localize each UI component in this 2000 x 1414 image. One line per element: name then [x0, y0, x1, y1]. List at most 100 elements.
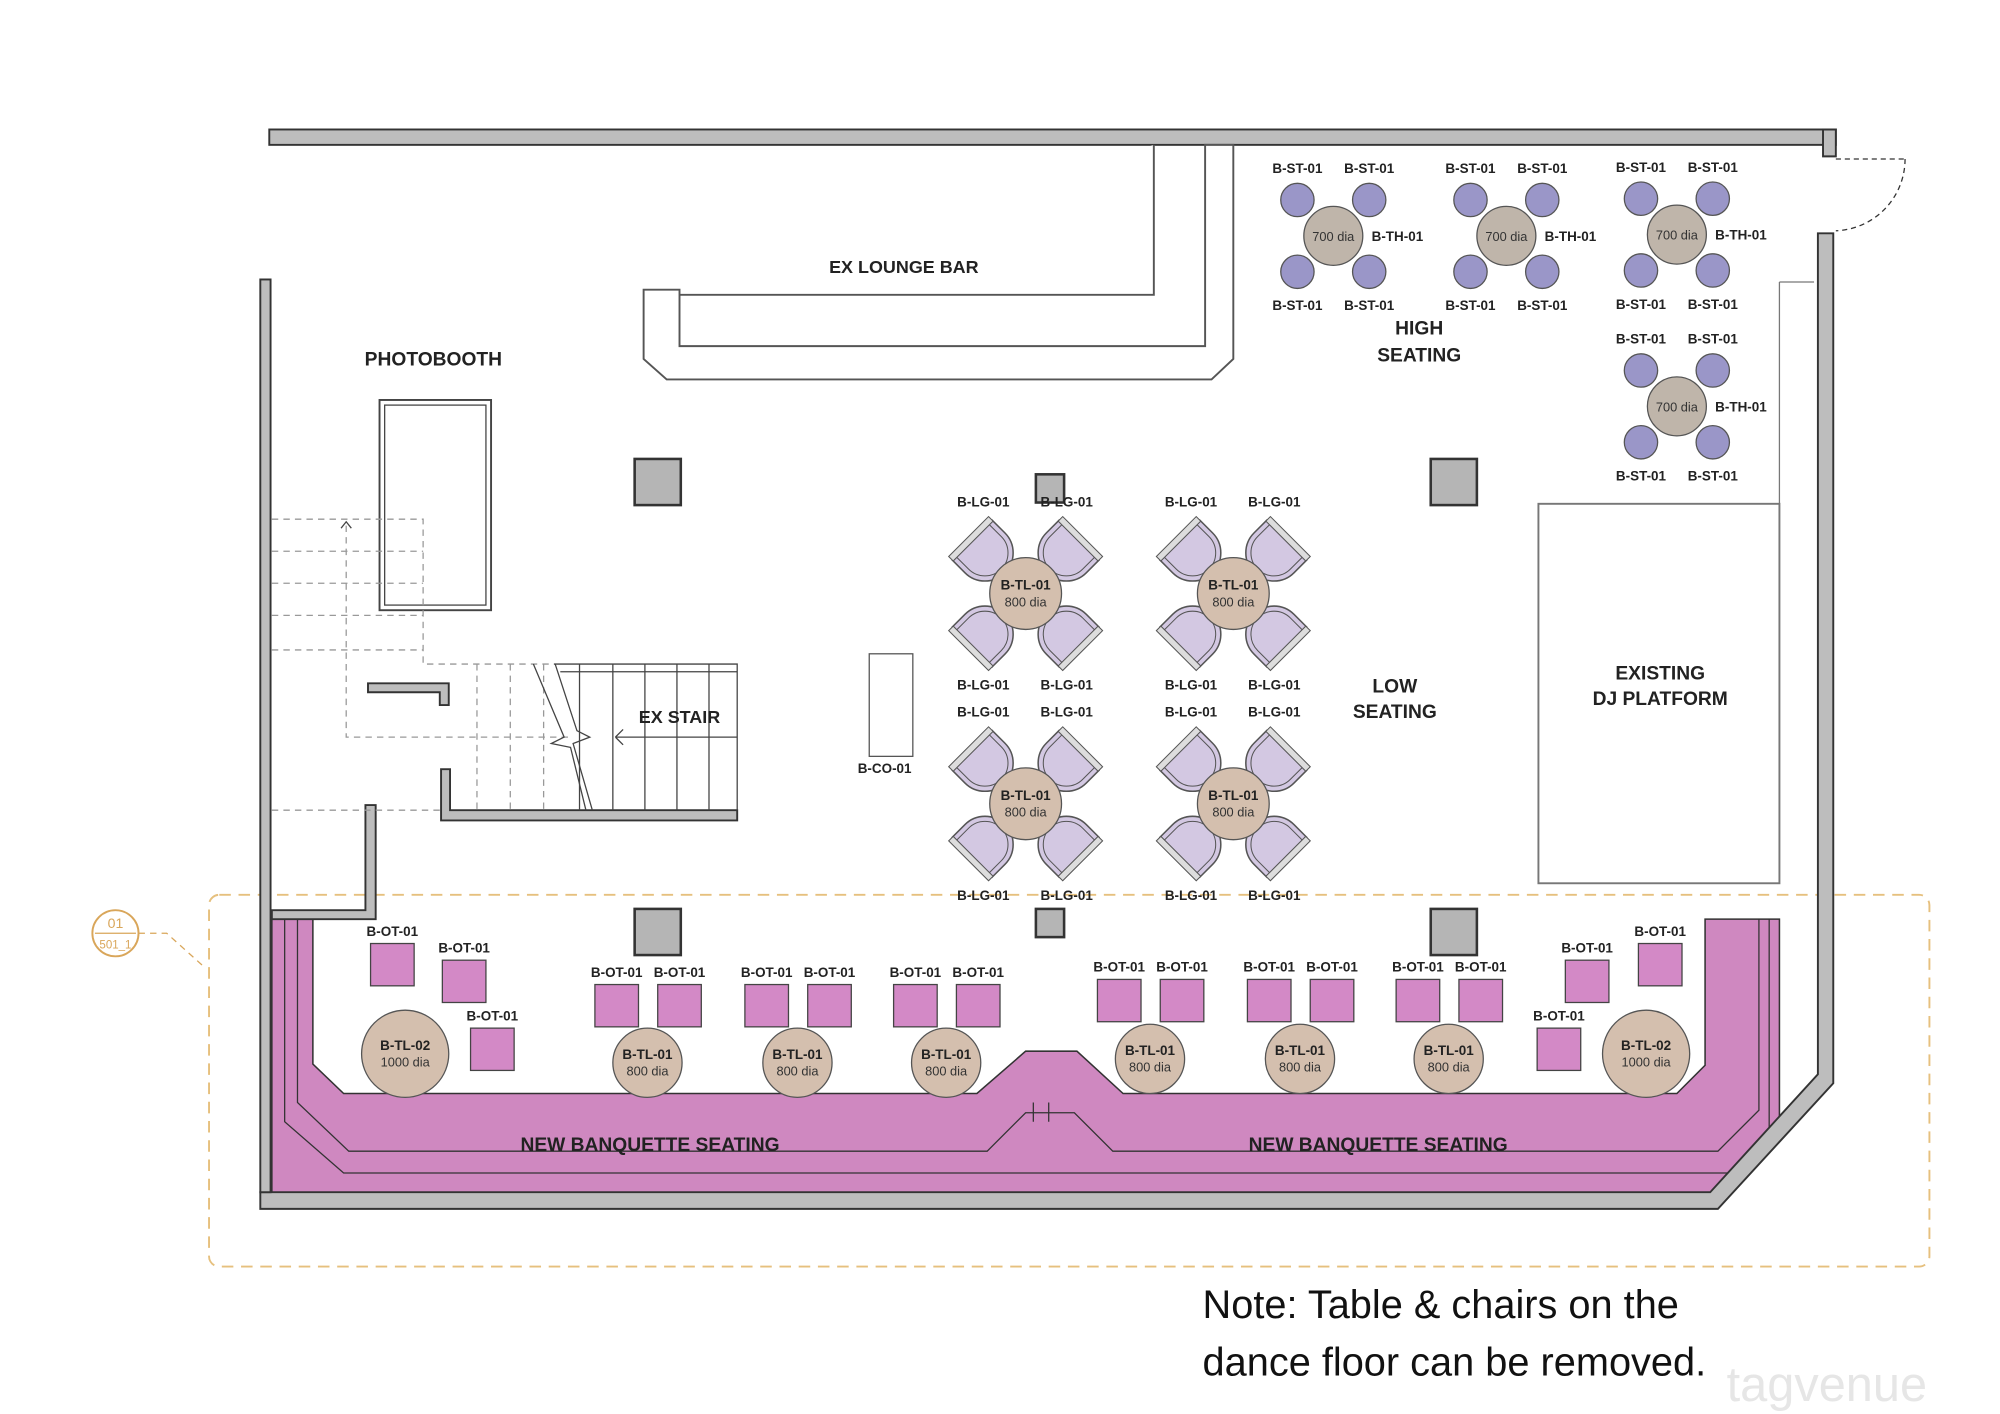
high-table[interactable]: [1476, 205, 1537, 267]
stool[interactable]: [1524, 182, 1560, 218]
stool[interactable]: [1695, 353, 1731, 388]
high-table[interactable]: [1646, 376, 1707, 437]
stool[interactable]: [1351, 254, 1387, 290]
chair-label: B-LG-01: [1248, 705, 1301, 720]
ottoman[interactable]: B-OT-01: [1306, 960, 1358, 1023]
high-seating-label-1: HIGH: [1395, 319, 1443, 340]
ottoman[interactable]: B-OT-01: [1392, 960, 1444, 1023]
stool-label: B-ST-01: [1688, 297, 1739, 312]
table-size-label: 800 dia: [925, 1064, 968, 1079]
high-table[interactable]: [1303, 205, 1364, 267]
stool[interactable]: [1524, 254, 1560, 290]
ottoman[interactable]: B-OT-01: [1634, 924, 1687, 987]
stool[interactable]: [1351, 182, 1387, 218]
stool[interactable]: [1623, 253, 1659, 288]
ottoman[interactable]: B-OT-01: [1093, 960, 1146, 1023]
dj-label-2: DJ PLATFORM: [1593, 689, 1728, 710]
door-swing[interactable]: [1835, 158, 1906, 232]
ottoman[interactable]: B-OT-01: [654, 965, 706, 1028]
lounge-chair[interactable]: [1026, 726, 1104, 803]
photobooth[interactable]: [378, 399, 493, 612]
section-marker[interactable]: 01 501_1: [91, 909, 206, 969]
ottoman-label: B-OT-01: [890, 965, 942, 980]
table-code-label: B-TL-01: [1001, 578, 1052, 593]
stool[interactable]: [1453, 254, 1488, 290]
lounge-chair[interactable]: [1234, 594, 1312, 672]
ottoman[interactable]: B-OT-01: [367, 924, 419, 987]
stool[interactable]: [1280, 254, 1315, 290]
ottoman[interactable]: B-OT-01: [438, 940, 490, 1004]
table-size-label: 700 dia: [1656, 228, 1699, 243]
dj-platform[interactable]: [1537, 502, 1781, 885]
stool[interactable]: [1280, 182, 1315, 218]
section-boundary: [208, 893, 1931, 1268]
ottoman[interactable]: B-OT-01: [952, 965, 1005, 1028]
stool-label: B-ST-01: [1688, 469, 1739, 484]
stool[interactable]: [1695, 181, 1731, 217]
low-table[interactable]: [989, 767, 1063, 841]
lounge-chair[interactable]: [1026, 515, 1104, 593]
stool[interactable]: [1695, 424, 1731, 460]
photobooth-label: PHOTOBOOTH: [365, 349, 502, 370]
table-size-label: 700 dia: [1312, 229, 1355, 244]
stool[interactable]: [1623, 181, 1659, 217]
ottoman[interactable]: B-OT-01: [591, 965, 643, 1028]
console[interactable]: [868, 653, 914, 757]
lounge-chair[interactable]: [1026, 594, 1104, 672]
ottoman[interactable]: B-OT-01: [1533, 1008, 1585, 1072]
section-number: 01: [108, 915, 124, 931]
stool[interactable]: [1623, 424, 1659, 460]
ottoman[interactable]: B-OT-01: [467, 1008, 519, 1072]
stair-label: EX STAIR: [639, 707, 720, 727]
chair-label: B-LG-01: [1165, 705, 1218, 720]
ottoman[interactable]: B-OT-01: [1156, 960, 1208, 1023]
chair-label: B-LG-01: [957, 678, 1010, 693]
chair-label: B-LG-01: [957, 494, 1010, 509]
high-table[interactable]: [1646, 204, 1707, 265]
lounge-chair[interactable]: [947, 594, 1025, 672]
table-code-label: B-TL-02: [380, 1038, 430, 1053]
table-size-label: 800 dia: [1212, 805, 1255, 820]
table-size-label: 800 dia: [626, 1064, 669, 1079]
stool-label: B-ST-01: [1445, 161, 1496, 176]
ottoman[interactable]: B-OT-01: [1243, 960, 1296, 1023]
ottoman-label: B-OT-01: [741, 965, 793, 980]
lounge-chair[interactable]: [1155, 805, 1232, 882]
ottoman[interactable]: B-OT-01: [890, 965, 942, 1028]
stool[interactable]: [1623, 353, 1659, 388]
lounge-chair[interactable]: [1026, 805, 1104, 882]
stool-label: B-ST-01: [1616, 469, 1667, 484]
lounge-chair[interactable]: [947, 805, 1025, 882]
low-table[interactable]: [1196, 767, 1270, 841]
ottoman[interactable]: B-OT-01: [804, 965, 856, 1028]
stool[interactable]: [1695, 253, 1731, 288]
ottoman-label: B-OT-01: [1533, 1008, 1585, 1023]
stair: [271, 518, 738, 811]
table-code-label: B-TL-01: [1125, 1043, 1176, 1058]
ottoman[interactable]: B-OT-01: [1455, 960, 1507, 1023]
ottoman-label: B-OT-01: [1455, 960, 1507, 975]
low-table[interactable]: [989, 557, 1063, 631]
stool[interactable]: [1453, 182, 1488, 218]
ottoman[interactable]: B-OT-01: [741, 965, 793, 1028]
ottoman[interactable]: B-OT-01: [1561, 940, 1613, 1004]
lounge-chair[interactable]: [947, 515, 1025, 593]
low-seating-label-2: SEATING: [1353, 702, 1437, 723]
low-table[interactable]: [1196, 557, 1270, 631]
